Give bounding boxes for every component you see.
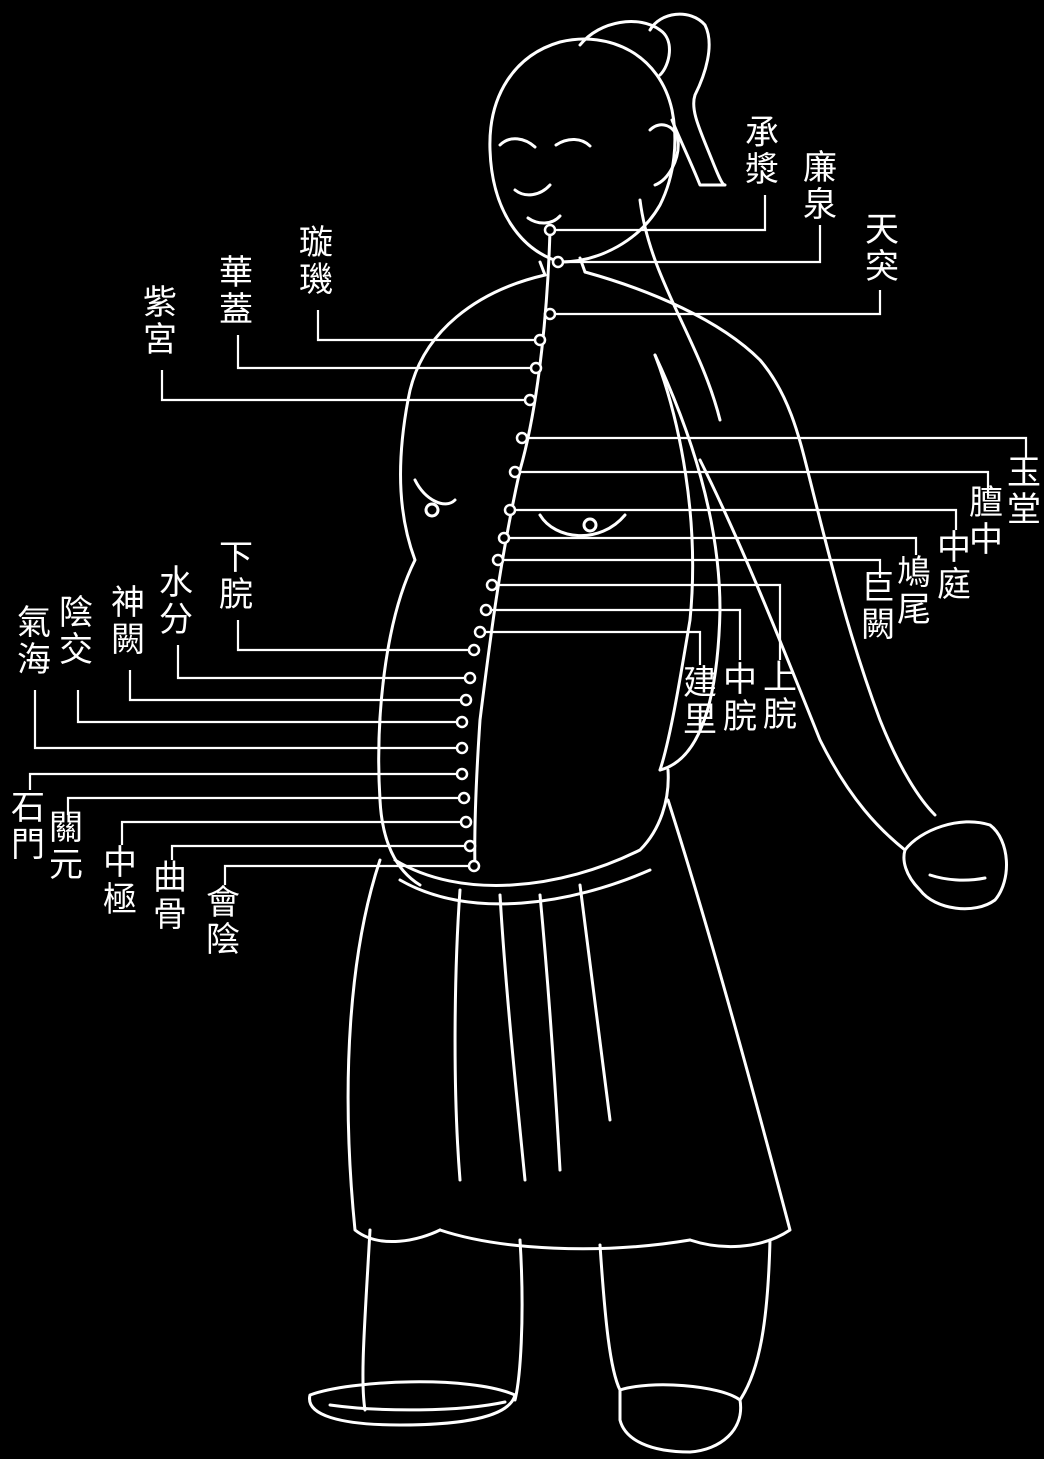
acupoint-label-xuanji: 璇璣 — [296, 225, 336, 299]
acupoint-dot-zhongji — [461, 817, 471, 827]
acupoint-dot-yinjiao — [457, 717, 467, 727]
acupoint-label-zhongwan: 中脘 — [720, 662, 760, 736]
leader-line-xiawan — [238, 620, 474, 650]
acupoint-label-guanyuan: 關元 — [46, 810, 86, 884]
acupoint-label-yutang: 玉堂 — [1004, 455, 1044, 529]
acupoint-label-juque: 巨闕 — [858, 570, 898, 644]
acupoint-label-huagai: 華蓋 — [216, 255, 256, 329]
leader-line-jiuwei — [504, 538, 916, 555]
leader-line-juque — [498, 560, 880, 578]
acupoint-dot-jianli — [475, 627, 485, 637]
acupoint-dot-lianquan — [553, 257, 563, 267]
leader-line-guanyuan — [68, 798, 464, 815]
leader-line-yinjiao — [78, 690, 462, 722]
acupoint-label-lianquan: 廉泉 — [800, 150, 840, 224]
acupoint-dot-huiyin — [469, 861, 479, 871]
leader-line-zhongwan — [486, 610, 740, 660]
leader-line-chengjiang — [550, 195, 765, 230]
acupoint-label-shuifen: 水分 — [156, 565, 196, 639]
acupoint-label-shimen: 石門 — [8, 790, 48, 864]
leader-line-tiantu — [550, 290, 880, 314]
acupoint-label-xiawan: 下脘 — [216, 540, 256, 614]
acupoint-dot-jiuwei — [499, 533, 509, 543]
acupoint-label-shangwan: 上脘 — [760, 660, 800, 734]
leader-line-shanzhong — [515, 472, 988, 495]
leader-line-shimen — [30, 774, 462, 790]
acupoint-dot-xuanji — [535, 335, 545, 345]
acupoint-label-tiantu: 天突 — [862, 212, 902, 286]
acupoint-dot-qihai — [457, 743, 467, 753]
acupoint-dot-yutang — [517, 433, 527, 443]
leader-line-shenque — [130, 670, 466, 700]
acupoint-dot-xiawan — [469, 645, 479, 655]
leader-line-xuanji — [318, 310, 540, 340]
leader-line-zigong — [162, 370, 530, 400]
acupoint-dot-chengjiang — [545, 225, 555, 235]
acupoint-dot-zhongting — [505, 505, 515, 515]
acupoint-label-chengjiang: 承漿 — [742, 115, 782, 189]
leader-line-qihai — [35, 690, 462, 748]
acupoint-dot-guanyuan — [459, 793, 469, 803]
acupoint-dot-shuifen — [465, 673, 475, 683]
acupoint-dot-tiantu — [545, 309, 555, 319]
acupoint-label-qihai: 氣海 — [14, 605, 54, 679]
acupoint-dot-zigong — [525, 395, 535, 405]
acupoint-label-jianli: 建里 — [680, 665, 720, 739]
leader-line-shangwan — [492, 585, 780, 660]
leader-line-huiyin — [225, 866, 474, 885]
acupoint-dot-shanzhong — [510, 467, 520, 477]
leader-line-yutang — [522, 438, 1026, 460]
leader-line-jianli — [480, 632, 700, 665]
leader-line-zhongji — [122, 822, 466, 845]
acupoint-label-shenque: 神闕 — [108, 585, 148, 659]
acupoint-label-yinjiao: 陰交 — [56, 595, 96, 669]
acupoint-label-jiuwei: 鳩尾 — [894, 555, 934, 629]
acupoint-dot-shangwan — [487, 580, 497, 590]
acupoint-dot-shenque — [461, 695, 471, 705]
acupoint-label-qugu: 曲骨 — [150, 860, 190, 934]
acupoint-dot-shimen — [457, 769, 467, 779]
acupoint-label-huiyin: 會陰 — [203, 885, 243, 959]
acupoint-dot-zhongwan — [481, 605, 491, 615]
acupoint-dot-huagai — [531, 363, 541, 373]
acupoint-label-zigong: 紫宮 — [140, 285, 180, 359]
acupoint-dot-juque — [493, 555, 503, 565]
acupoint-dot-qugu — [465, 841, 475, 851]
acupoint-label-zhongji: 中極 — [100, 845, 140, 919]
leader-line-qugu — [172, 846, 470, 860]
acupoint-label-zhongting: 中庭 — [934, 530, 974, 604]
